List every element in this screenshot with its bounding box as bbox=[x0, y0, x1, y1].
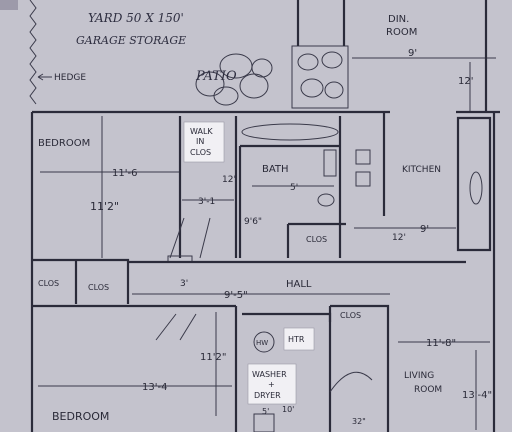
din-width-dim: 9' bbox=[408, 48, 417, 59]
hall-width-dim: 3' bbox=[180, 279, 188, 289]
washer-label-3: DRYER bbox=[254, 391, 281, 400]
bed2-door-swing bbox=[155, 313, 197, 341]
utility-door-swing bbox=[329, 371, 373, 393]
hedge-marks bbox=[29, 0, 37, 105]
bed2-width-dim: 13'-4 bbox=[142, 382, 167, 393]
top-walls bbox=[296, 0, 488, 112]
hall-length-dim: 9'-5" bbox=[224, 290, 248, 301]
bath-depth-dim: 9'6" bbox=[244, 217, 262, 227]
bed-depth-dim: 11'2" bbox=[90, 200, 119, 213]
corner-tab bbox=[0, 0, 18, 10]
washer-depth-dim: 10' bbox=[282, 405, 294, 414]
living-depth-dim: 13'-4" bbox=[462, 390, 492, 401]
walkin-depth-dim: 12' bbox=[222, 175, 236, 185]
sink-fixture-2 bbox=[355, 171, 371, 187]
heater-note bbox=[283, 327, 315, 351]
living-width-dim: 11'-8" bbox=[426, 338, 456, 349]
washer-box bbox=[253, 413, 275, 432]
header-yard-text: YARD 50 X 150' bbox=[88, 11, 184, 25]
bedroom-bottom-label: BEDROOM bbox=[52, 410, 109, 423]
vanity-oval bbox=[241, 123, 339, 141]
walkin-note bbox=[183, 121, 225, 163]
hedge-label: HEDGE bbox=[54, 73, 86, 83]
left-closets-walls bbox=[32, 258, 130, 304]
utility-walls bbox=[234, 306, 332, 432]
kitchen-counter bbox=[456, 116, 492, 252]
living-label-1: LIVING bbox=[404, 371, 434, 381]
walkin-label-2: IN bbox=[196, 137, 204, 146]
bed-width-dim: 11'-6 bbox=[112, 168, 137, 179]
kitchen-sink bbox=[469, 171, 483, 205]
walkin-width-dim: 3'-1 bbox=[198, 197, 215, 207]
entry-shrub-box bbox=[291, 45, 349, 109]
water-heater bbox=[253, 331, 275, 353]
entry-shrubs bbox=[297, 51, 344, 99]
hall-closet-label: CLOS bbox=[340, 311, 361, 320]
bath-closet-label: CLOS bbox=[306, 235, 327, 244]
walkin-door-swings bbox=[169, 217, 211, 259]
din-label-2: ROOM bbox=[386, 27, 417, 38]
washer-width-dim: 5' bbox=[262, 407, 269, 416]
washer-label-2: + bbox=[268, 380, 275, 389]
din-label-1: DIN. bbox=[388, 14, 409, 25]
washer-note bbox=[247, 363, 297, 405]
kitchen-label: KITCHEN bbox=[402, 165, 441, 175]
walkin-label-3: CLOS bbox=[190, 148, 211, 157]
hall-label: HALL bbox=[286, 279, 312, 290]
hw-label: HW bbox=[256, 339, 268, 347]
bath-label: BATH bbox=[262, 164, 289, 175]
patio-label: PATIO bbox=[195, 69, 237, 84]
bath-closet-walls bbox=[286, 222, 346, 258]
toilet-fixture bbox=[317, 193, 335, 207]
kitchen-width-dim: 9' bbox=[420, 224, 429, 235]
header-garage-text: GARAGE STORAGE bbox=[76, 34, 186, 47]
hedge-arrow bbox=[37, 73, 52, 81]
tub-fixture bbox=[323, 149, 337, 177]
sink-fixture-1 bbox=[355, 149, 371, 165]
patio-shrubs bbox=[195, 53, 273, 106]
walkin-walls bbox=[178, 116, 238, 258]
left-closet-label-2: CLOS bbox=[88, 283, 109, 292]
kitchen-depth-dim: 12' bbox=[392, 233, 406, 243]
bed2-depth-dim: 11'2" bbox=[200, 352, 226, 363]
left-closet-label-1: CLOS bbox=[38, 279, 59, 288]
walkin-label-1: WALK bbox=[190, 127, 213, 136]
htr-label: HTR bbox=[288, 335, 305, 344]
bedroom-top-label: BEDROOM bbox=[38, 138, 90, 149]
bath-walls bbox=[238, 116, 342, 258]
din-depth-dim: 12' bbox=[458, 76, 473, 87]
bath-width-dim: 5' bbox=[290, 183, 298, 193]
living-label-2: ROOM bbox=[414, 385, 442, 395]
washer-label-1: WASHER bbox=[252, 370, 287, 379]
bottom-right-dim: 32" bbox=[352, 417, 366, 426]
